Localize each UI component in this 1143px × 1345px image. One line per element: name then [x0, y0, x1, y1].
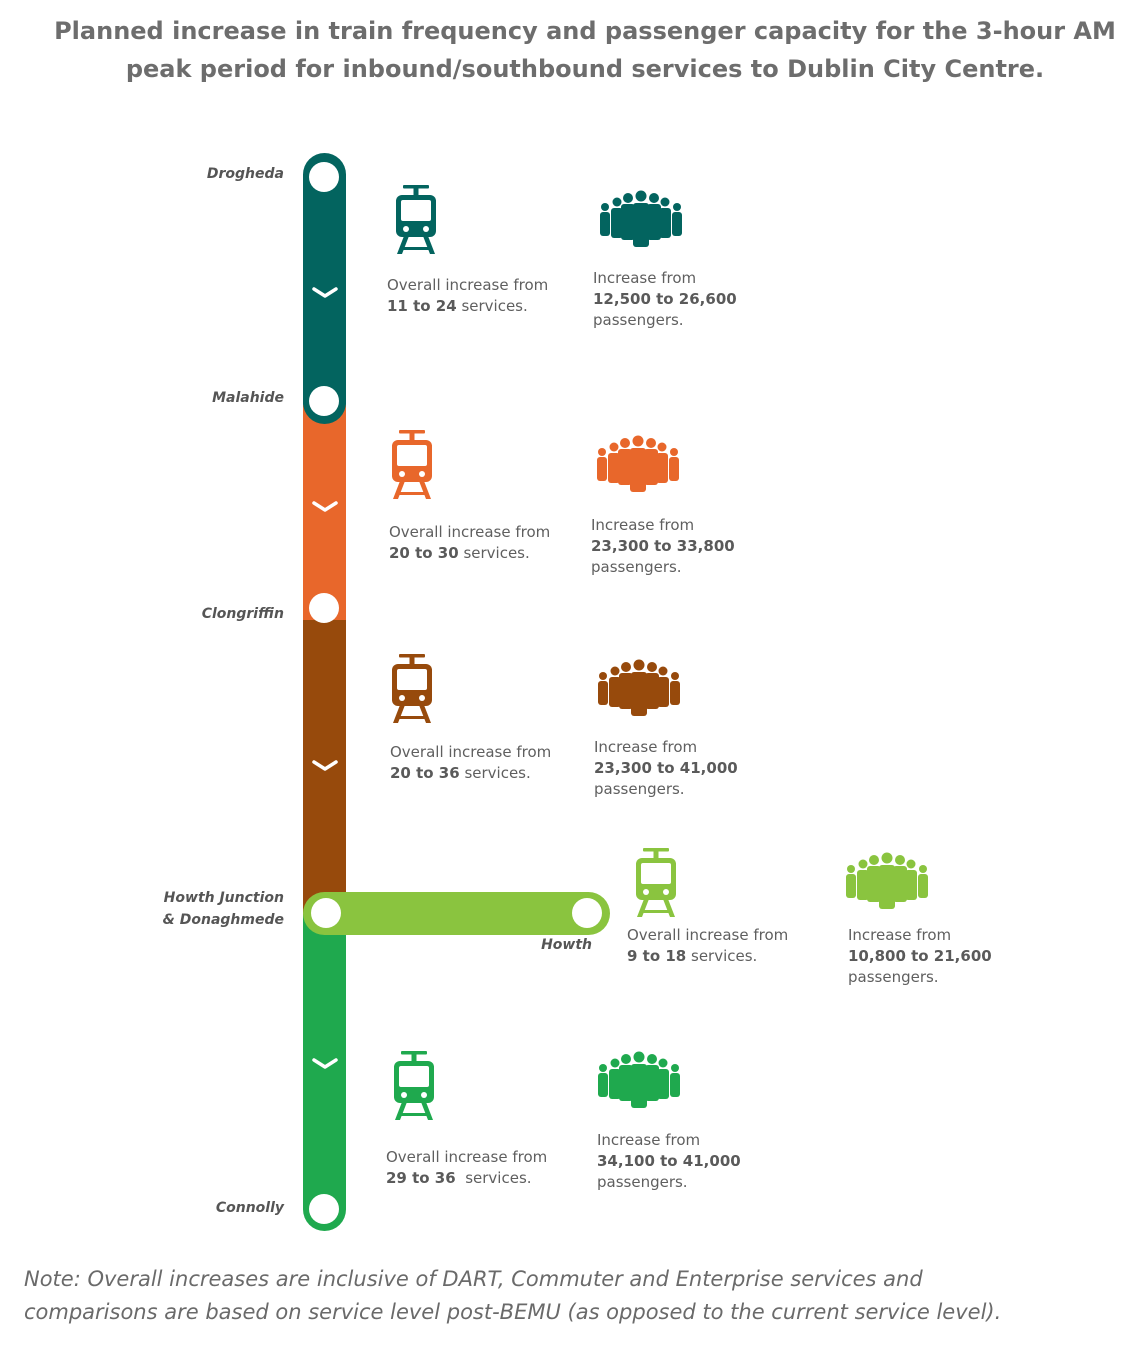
services-intro: Overall increase from: [387, 276, 549, 294]
passengers-suffix: passengers.: [597, 1173, 688, 1191]
station-dot-connolly: [309, 1194, 339, 1224]
station-name-line-2: & Donaghmede: [162, 912, 284, 928]
passengers-info-brown: Increase from 23,300 to 41,000 passenger…: [594, 737, 738, 800]
station-dot-malahide: [309, 386, 339, 416]
crowd-icon: [598, 659, 680, 716]
services-detail: 11 to 24 services.: [387, 296, 548, 317]
station-label-drogheda: Drogheda: [104, 163, 284, 185]
crowd-icon: [846, 852, 928, 909]
services-detail: 20 to 30 services.: [389, 543, 550, 564]
services-detail: 20 to 36 services.: [390, 763, 551, 784]
passengers-info-teal: Increase from 12,500 to 26,600 passenger…: [593, 268, 737, 331]
services-detail: 29 to 36 services.: [386, 1168, 547, 1189]
services-suffix: services.: [686, 947, 758, 965]
passengers-suffix: passengers.: [593, 311, 684, 329]
chevron-down-icon: [312, 287, 338, 298]
services-info-brown: Overall increase from 20 to 36 services.: [390, 742, 551, 784]
passengers-info-howth: Increase from 10,800 to 21,600 passenger…: [848, 925, 992, 988]
train-icon: [636, 848, 676, 917]
services-intro: Overall increase from: [627, 926, 789, 944]
crowd-icon: [598, 1051, 680, 1108]
train-icon: [392, 654, 432, 723]
passengers-value: 23,300 to 33,800: [591, 537, 735, 555]
services-suffix: services.: [458, 544, 530, 562]
passengers-value: 23,300 to 41,000: [594, 759, 738, 777]
passengers-intro: Increase from: [594, 738, 698, 756]
services-suffix: services.: [459, 764, 531, 782]
chevron-down-icon: [312, 1058, 338, 1069]
footnote-line-1: Note: Overall increases are inclusive of…: [24, 1267, 923, 1291]
passengers-value: 12,500 to 26,600: [593, 290, 737, 308]
passengers-intro: Increase from: [593, 269, 697, 287]
title-line-1: Planned increase in train frequency and …: [54, 17, 1116, 45]
station-name: Connolly: [215, 1200, 284, 1216]
passengers-info-green: Increase from 34,100 to 41,000 passenger…: [597, 1130, 741, 1193]
station-label-howth-junction: Howth Junction & Donaghmede: [104, 887, 284, 931]
station-label-malahide: Malahide: [104, 387, 284, 409]
passengers-intro: Increase from: [597, 1131, 701, 1149]
line-segment-green: [303, 915, 346, 1231]
services-value: 11 to 24: [387, 297, 457, 315]
services-value: 20 to 36: [390, 764, 460, 782]
train-icon: [394, 1051, 434, 1120]
station-dot-drogheda: [309, 162, 339, 192]
station-name: Clongriffin: [201, 606, 284, 622]
station-label-clongriffin: Clongriffin: [104, 603, 284, 625]
line-segment-howth-branch: [303, 892, 610, 935]
services-intro: Overall increase from: [389, 523, 551, 541]
station-name: Malahide: [212, 390, 284, 406]
services-value: 29 to 36: [386, 1169, 456, 1187]
services-intro: Overall increase from: [390, 743, 552, 761]
station-name: Drogheda: [206, 166, 284, 182]
title-line-2: peak period for inbound/southbound servi…: [125, 55, 1045, 83]
footnote: Note: Overall increases are inclusive of…: [24, 1263, 1124, 1329]
line-segment-teal: [303, 153, 346, 425]
train-icon: [392, 430, 432, 499]
services-suffix: services.: [456, 297, 528, 315]
passengers-value: 34,100 to 41,000: [597, 1152, 741, 1170]
passengers-suffix: passengers.: [848, 968, 939, 986]
passengers-suffix: passengers.: [594, 780, 685, 798]
passengers-info-orange: Increase from 23,300 to 33,800 passenger…: [591, 515, 735, 578]
services-value: 9 to 18: [627, 947, 687, 965]
services-detail: 9 to 18 services.: [627, 946, 788, 967]
chevron-down-icon: [312, 501, 338, 512]
station-label-connolly: Connolly: [104, 1197, 284, 1219]
footnote-line-2: comparisons are based on service level p…: [24, 1300, 1002, 1324]
services-info-orange: Overall increase from 20 to 30 services.: [389, 522, 550, 564]
station-name: Howth: [541, 937, 592, 953]
services-info-green: Overall increase from 29 to 36 services.: [386, 1147, 547, 1189]
services-value: 20 to 30: [389, 544, 459, 562]
crowd-icon: [597, 435, 679, 492]
passengers-value: 10,800 to 21,600: [848, 947, 992, 965]
page-title: Planned increase in train frequency and …: [30, 12, 1140, 88]
train-icon: [396, 185, 436, 254]
station-dot-howth-junction: [311, 898, 341, 928]
station-dot-howth: [572, 898, 602, 928]
passengers-intro: Increase from: [591, 516, 695, 534]
services-info-teal: Overall increase from 11 to 24 services.: [387, 275, 548, 317]
crowd-icon: [600, 190, 682, 247]
services-suffix: services.: [455, 1169, 532, 1187]
station-name-line-1: Howth Junction: [163, 890, 284, 906]
services-intro: Overall increase from: [386, 1148, 548, 1166]
station-dot-clongriffin: [309, 593, 339, 623]
passengers-intro: Increase from: [848, 926, 952, 944]
services-info-howth: Overall increase from 9 to 18 services.: [627, 925, 788, 967]
station-label-howth: Howth: [512, 934, 592, 956]
passengers-suffix: passengers.: [591, 558, 682, 576]
chevron-down-icon: [312, 760, 338, 771]
